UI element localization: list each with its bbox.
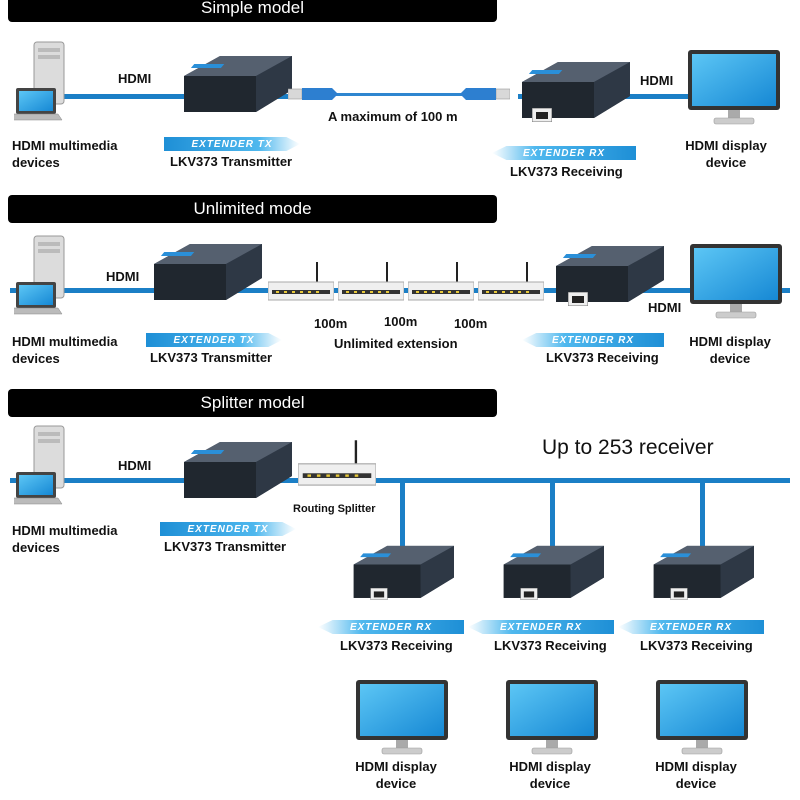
extender-tx-badge: EXTENDER TX <box>146 333 282 347</box>
transmitter-label: LKV373 Transmitter <box>164 539 287 554</box>
hdmi-label: HDMI <box>118 458 152 473</box>
monitor-icon <box>656 680 748 756</box>
pc-tower-icon <box>14 234 74 316</box>
pc-tower-icon <box>14 424 74 506</box>
rj45-port-icon <box>532 108 552 122</box>
receiver-label: LKV373 Receiving <box>340 638 453 653</box>
extender-box-icon <box>650 540 754 602</box>
unlimited-mode-banner: Unlimited mode <box>8 195 497 223</box>
hdmi-label: HDMI <box>640 73 674 88</box>
extender-box-icon <box>180 436 292 502</box>
rj45-port-icon <box>670 588 688 600</box>
simple-model-banner: Simple model <box>8 0 497 22</box>
rj45-port-icon <box>370 588 388 600</box>
monitor-icon <box>356 680 448 756</box>
extender-rx-badge: EXTENDER RX <box>318 620 464 634</box>
extender-tx-badge: EXTENDER TX <box>160 522 296 536</box>
section-title: Unlimited mode <box>193 199 312 218</box>
headline: Up to 253 receiver <box>542 436 714 459</box>
network-switch-icon <box>268 262 334 304</box>
distance-label: A maximum of 100 m <box>328 109 458 124</box>
hop-distance-label: 100m <box>314 316 348 331</box>
extender-rx-badge: EXTENDER RX <box>522 333 664 347</box>
rj45-port-icon <box>520 588 538 600</box>
network-switch-icon <box>478 262 544 304</box>
receiver-label: LKV373 Receiving <box>546 350 659 365</box>
extender-tx-badge: EXTENDER TX <box>164 137 300 151</box>
extender-box-icon <box>150 238 262 304</box>
network-cable <box>400 478 405 558</box>
receiver-label: LKV373 Receiving <box>494 638 607 653</box>
network-cable <box>550 478 555 558</box>
rj45-port-icon <box>568 292 588 306</box>
router-label: Routing Splitter <box>293 503 376 515</box>
rj45-plug-icon <box>288 84 338 104</box>
extender-box-icon <box>500 540 604 602</box>
hdmi-label: HDMI <box>648 300 682 315</box>
extender-box-icon <box>350 540 454 602</box>
rj45-plug-icon <box>460 84 510 104</box>
monitor-icon <box>690 244 782 320</box>
receiver-label: LKV373 Receiving <box>640 638 753 653</box>
ethernet-cable <box>300 93 500 96</box>
hop-distance-label: 100m <box>384 314 418 329</box>
monitor-icon <box>688 50 780 126</box>
network-switch-icon <box>298 440 376 490</box>
hdmi-cable <box>50 94 290 99</box>
pc-tower-icon <box>14 40 74 122</box>
receiver-label: LKV373 Receiving <box>510 164 623 179</box>
hdmi-label: HDMI <box>118 71 152 86</box>
network-cable <box>700 478 705 558</box>
transmitter-label: LKV373 Transmitter <box>170 154 293 169</box>
monitor-icon <box>506 680 598 756</box>
hop-distance-label: 100m <box>454 316 488 331</box>
extension-label: Unlimited extension <box>334 336 458 351</box>
hdmi-label: HDMI <box>106 269 140 284</box>
extender-rx-badge: EXTENDER RX <box>468 620 614 634</box>
extender-box-icon <box>180 50 292 116</box>
splitter-model-banner: Splitter model <box>8 389 497 417</box>
extender-rx-badge: EXTENDER RX <box>492 146 636 160</box>
section-title: Simple model <box>201 0 304 17</box>
network-switch-icon <box>408 262 474 304</box>
network-switch-icon <box>338 262 404 304</box>
transmitter-label: LKV373 Transmitter <box>150 350 273 365</box>
section-title: Splitter model <box>200 393 305 412</box>
extender-rx-badge: EXTENDER RX <box>618 620 764 634</box>
